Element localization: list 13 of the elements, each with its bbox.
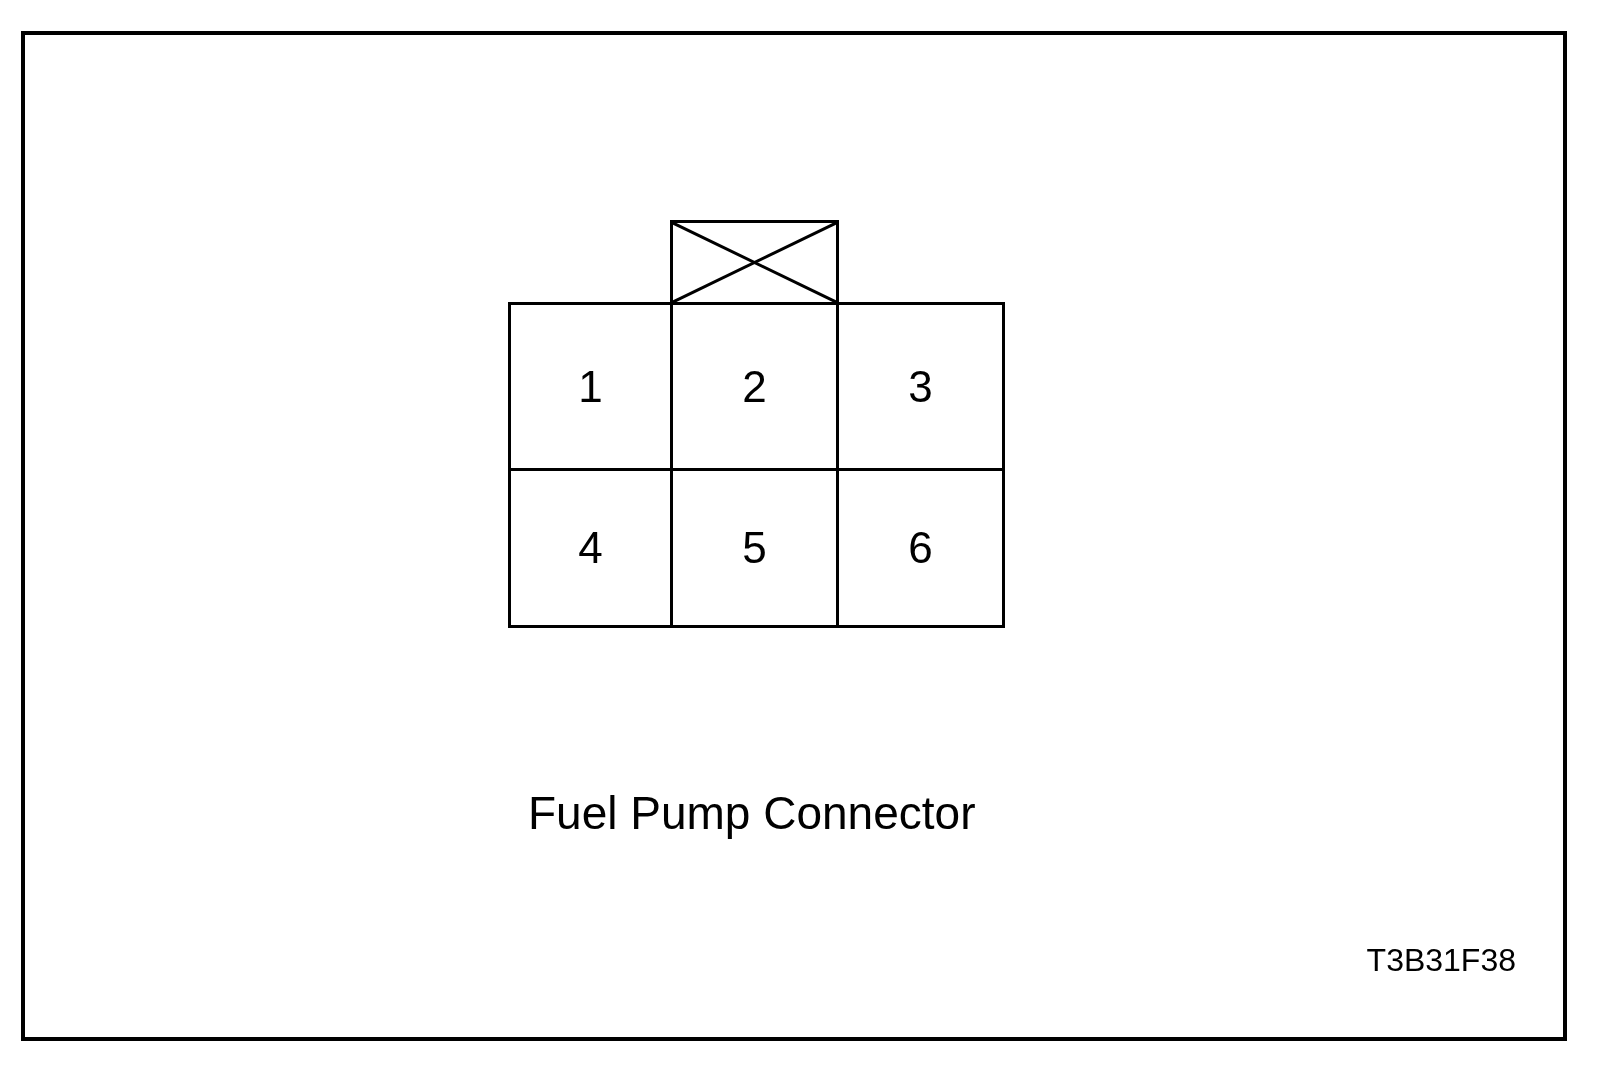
caption: Fuel Pump Connector (528, 786, 976, 840)
pin-cell (836, 468, 1005, 628)
pin-number: 3 (908, 361, 933, 412)
pin-number: 5 (742, 523, 767, 573)
pin-cell (836, 302, 1005, 471)
pin-cell (508, 468, 673, 628)
pin-number: 2 (742, 361, 767, 412)
figure-code: T3B31F38 (1366, 942, 1516, 979)
locking-tab (670, 220, 839, 305)
pin-number: 1 (578, 361, 603, 412)
pin-cell (508, 302, 673, 471)
pin-number: 4 (578, 523, 603, 573)
pin-number: 6 (908, 523, 933, 573)
